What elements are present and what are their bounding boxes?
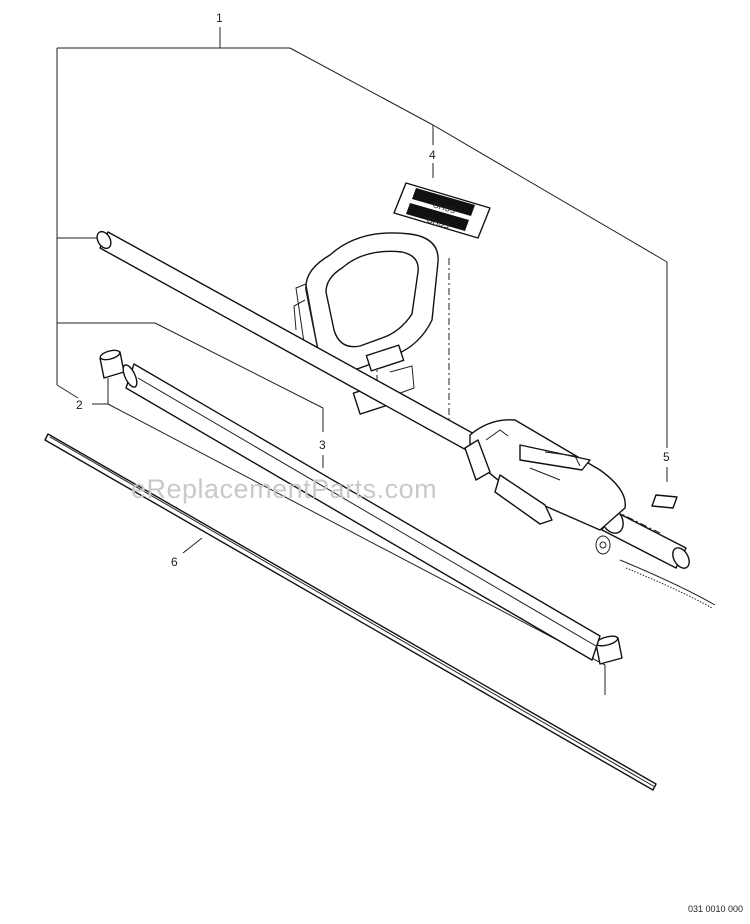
bushing-lower-part [595,635,623,665]
decal-part: ECHO ECHO [393,182,491,239]
callout-5: 5 [663,450,670,464]
throttle-housing-part [464,419,626,531]
liner-part [122,363,601,661]
reference-code: 031 0010 000 [688,904,743,914]
label-part-5 [651,494,678,509]
callout-6: 6 [171,555,178,569]
callout-4: 4 [429,148,436,162]
drive-shaft-part [44,433,657,791]
callout-2: 2 [76,398,83,412]
bushing-upper-part [99,349,125,379]
callout-labels: 1 2 3 4 5 6 [76,11,670,569]
callout-3: 3 [319,438,326,452]
leader-lines [56,27,668,695]
callout-1: 1 [216,11,223,25]
loop-handle-part [293,232,439,415]
throttle-cable-part [619,559,716,609]
watermark-text: eReplacementParts.com [131,474,437,504]
